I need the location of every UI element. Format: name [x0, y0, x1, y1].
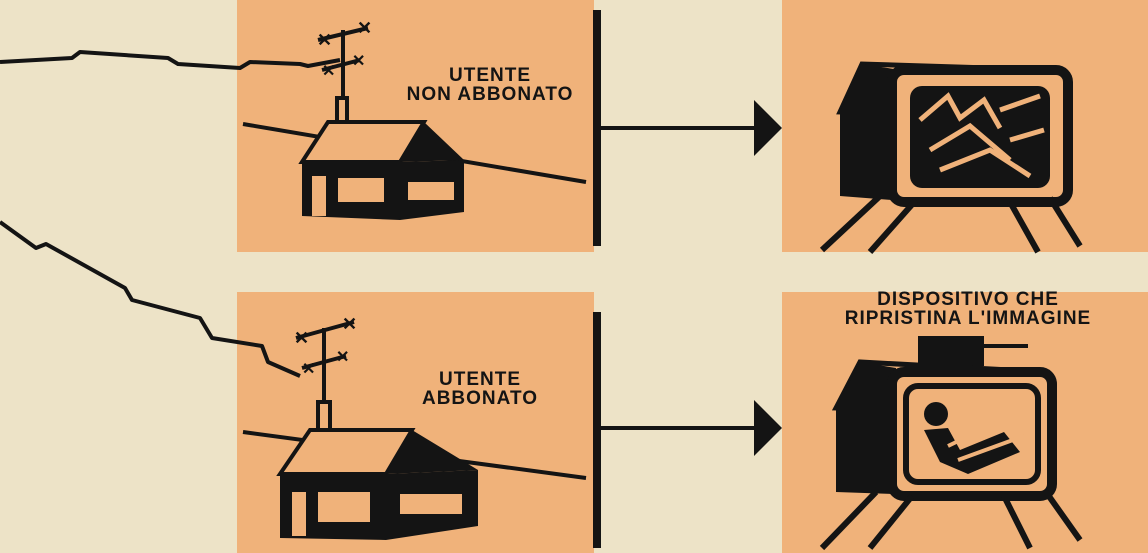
- label-device-line1: DISPOSITIVO CHE: [877, 289, 1059, 310]
- label-device-line2: RIPRISTINA L'IMMAGINE: [844, 308, 1092, 330]
- arrow-bottom-icon: [754, 400, 782, 456]
- divider-bottom: [593, 312, 601, 548]
- svg-text:✕: ✕: [302, 361, 315, 378]
- tv-decoded-icon: [819, 336, 1083, 551]
- svg-text:✕: ✕: [336, 349, 349, 366]
- divider-top: [593, 10, 601, 246]
- connectors: [593, 10, 782, 548]
- label-subscriber-line2: ABBONATO: [421, 388, 539, 410]
- signal-line-top: [0, 50, 341, 70]
- label-non-subscriber: UTENTE NON ABBONATO: [350, 66, 630, 105]
- svg-text:✕: ✕: [317, 30, 332, 50]
- signal-lines: [0, 50, 341, 378]
- svg-text:✕: ✕: [322, 63, 335, 80]
- house-top-icon: ✕ ✕ ✕ ✕: [242, 18, 587, 220]
- arrow-top-icon: [754, 100, 782, 156]
- svg-text:✕: ✕: [342, 314, 357, 334]
- label-non-subscriber-line2: NON ABBONATO: [406, 84, 574, 106]
- label-subscriber: UTENTE ABBONATO: [400, 370, 560, 409]
- svg-text:✕: ✕: [294, 328, 309, 348]
- signal-line-bottom: [0, 220, 301, 378]
- decoder-box-icon: [918, 336, 984, 366]
- label-non-subscriber-line1: UTENTE: [449, 65, 531, 86]
- label-subscriber-line1: UTENTE: [439, 369, 521, 390]
- label-decoder-device: DISPOSITIVO CHE RIPRISTINA L'IMMAGINE: [790, 290, 1146, 329]
- tv-scrambled-icon: [819, 61, 1083, 254]
- house-bottom-icon: ✕ ✕ ✕ ✕: [242, 314, 587, 540]
- svg-text:✕: ✕: [352, 53, 365, 70]
- svg-text:✕: ✕: [357, 18, 372, 38]
